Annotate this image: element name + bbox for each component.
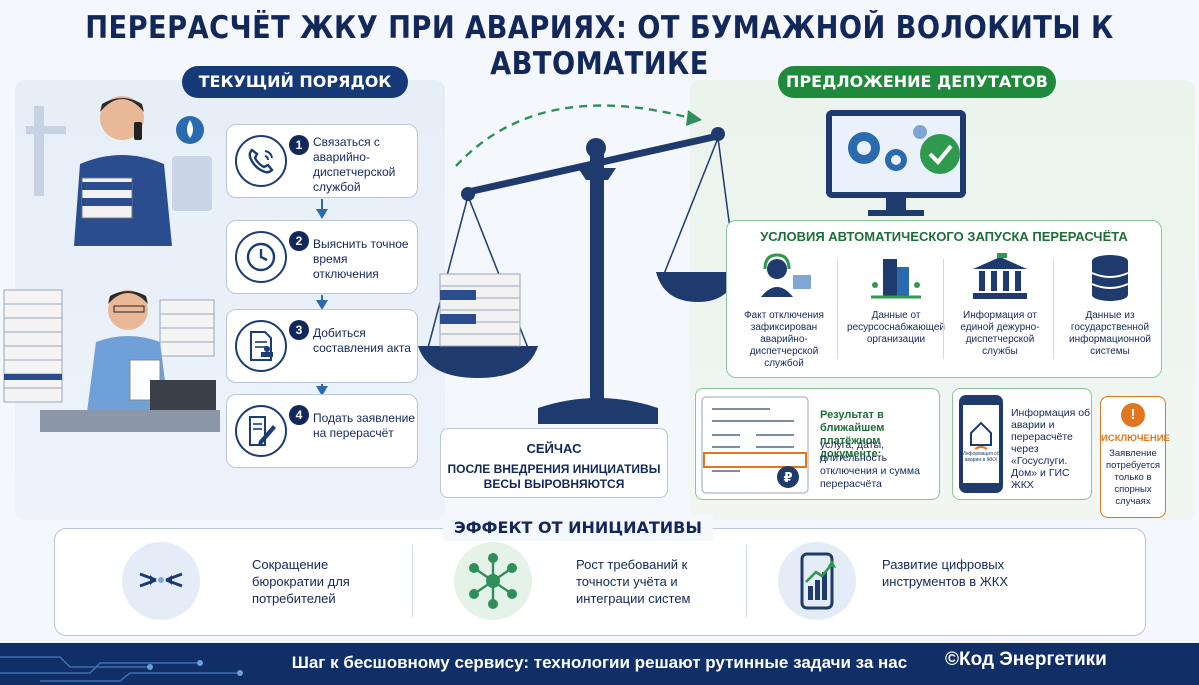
- svg-text:₽: ₽: [783, 471, 792, 486]
- effect-text: Развитие цифровых инструментов в ЖКХ: [882, 557, 1009, 589]
- conditions-box: УСЛОВИЯ АВТОМАТИЧЕСКОГО ЗАПУСКА ПЕРЕРАСЧ…: [726, 220, 1162, 378]
- exception-text: Заявление потребуется только в спорных с…: [1105, 448, 1160, 507]
- footer-copyright: ©Код Энергетики: [945, 649, 1107, 670]
- separator: [746, 545, 747, 617]
- step-label: Выяснить точное время отключения: [313, 237, 409, 281]
- ruble-icon: [777, 466, 799, 488]
- effect-title: ЭФФЕКТ ОТ ИНИЦИАТИВЫ: [443, 515, 713, 541]
- separator: [943, 259, 944, 359]
- result-title: Результат в ближайшем платёжном документ…: [820, 409, 885, 460]
- converging-arrows-icon: [122, 542, 200, 620]
- result-text: услуга, даты, длительность отключения и …: [820, 439, 920, 490]
- monitor-automation-illustration: [826, 110, 966, 216]
- buildings-icon: [871, 259, 921, 299]
- now-title: СЕЙЧАС: [526, 441, 582, 456]
- phone-caption: Информация об аварии в ЖКХ: [962, 451, 1000, 463]
- pen-document-icon: [235, 405, 287, 457]
- current-order-header: ТЕКУЩИЙ ПОРЯДОК: [182, 66, 408, 98]
- page-title: ПЕРЕРАСЧЁТ ЖКУ ПРИ АВАРИЯХ: ОТ БУМАЖНОЙ …: [85, 10, 1114, 82]
- smartphone-chart-icon: [778, 542, 856, 620]
- proposal-header: ПРЕДЛОЖЕНИЕ ДЕПУТАТОВ: [778, 66, 1056, 98]
- step-label: Связаться с аварийно-диспетчерской служб…: [313, 135, 396, 194]
- condition-item: Данные от ресурсоснабжающей организации: [843, 251, 949, 375]
- checkmark-icon: [920, 134, 960, 174]
- now-box: СЕЙЧАС ПОСЛЕ ВНЕДРЕНИЯ ИНИЦИАТИВЫ ВЕСЫ В…: [440, 428, 668, 498]
- step-label: Добиться составления акта: [313, 326, 411, 355]
- flow-arrow-stem: [321, 295, 323, 303]
- condition-text: Данные из государственной информационной…: [1069, 310, 1151, 357]
- warning-icon: !: [1121, 403, 1145, 427]
- government-building-icon: [973, 253, 1027, 299]
- scales-illustration: [418, 104, 738, 424]
- step-1: 1 Связаться с аварийно-диспетчерской слу…: [226, 124, 418, 198]
- flow-arrow-icon: [316, 209, 328, 219]
- payment-document-icon: ₽: [701, 396, 809, 494]
- conditions-title: УСЛОВИЯ АВТОМАТИЧЕСКОГО ЗАПУСКА ПЕРЕРАСЧ…: [760, 229, 1128, 244]
- condition-item: Информация от единой дежурно-диспетчерск…: [947, 251, 1053, 375]
- condition-item: Данные из государственной информационной…: [1057, 251, 1163, 375]
- step-4: 4 Подать заявление на перерасчёт: [226, 394, 418, 468]
- condition-text: Факт отключения зафиксирован аварийно-ди…: [744, 310, 824, 369]
- paperwork-illustration: [3, 289, 220, 432]
- flow-arrow-icon: [316, 300, 328, 310]
- step-2: 2 Выяснить точное время отключения: [226, 220, 418, 294]
- phone-icon: [235, 135, 287, 187]
- now-text: ПОСЛЕ ВНЕДРЕНИЯ ИНИЦИАТИВЫ ВЕСЫ ВЫРОВНЯЮ…: [447, 462, 661, 491]
- operator-icon: [761, 253, 811, 297]
- effect-text: Сокращение бюрократии для потребителей: [252, 557, 350, 606]
- condition-text: Данные от ресурсоснабжающей организации: [847, 310, 945, 345]
- man-on-phone-illustration: [26, 96, 212, 246]
- network-icon: [454, 542, 532, 620]
- separator: [412, 545, 413, 617]
- step-number: 3: [289, 320, 309, 340]
- flow-arrow-icon: [316, 386, 328, 396]
- document-stamp-icon: [235, 320, 287, 372]
- step-number: 2: [289, 231, 309, 251]
- circuit-decoration: [0, 656, 243, 682]
- separator: [1053, 259, 1054, 359]
- effect-box: [54, 528, 1146, 636]
- step-number: 1: [289, 135, 309, 155]
- step-number: 4: [289, 405, 309, 425]
- database-icon: [1091, 255, 1129, 301]
- separator: [837, 259, 838, 359]
- info-text: Информация об аварии и перерасчёте через…: [1011, 407, 1091, 491]
- step-label: Подать заявление на перерасчёт: [313, 411, 415, 440]
- step-3: 3 Добиться составления акта: [226, 309, 418, 383]
- phone-handset-icon: [134, 122, 142, 140]
- footer-slogan: Шаг к бесшовному сервису: технологии реш…: [291, 653, 908, 672]
- footer-bar: [0, 643, 1199, 685]
- exception-box: ! ИСКЛЮЧЕНИЕ Заявление потребуется тольк…: [1100, 396, 1170, 518]
- smartphone-house-icon: [959, 395, 1003, 493]
- effect-text: Рост требований к точности учёта и интег…: [576, 557, 691, 606]
- result-box: ₽ Результат в ближайшем платёжном докуме…: [695, 388, 940, 500]
- condition-item: Факт отключения зафиксирован аварийно-ди…: [731, 251, 837, 375]
- flow-arrow-stem: [321, 199, 323, 211]
- clock-icon: [235, 231, 287, 283]
- info-box: Информация об аварии в ЖКХ Информация об…: [952, 388, 1092, 500]
- condition-text: Информация от единой дежурно-диспетчерск…: [960, 310, 1040, 357]
- exception-title: ИСКЛЮЧЕНИЕ: [1101, 433, 1170, 444]
